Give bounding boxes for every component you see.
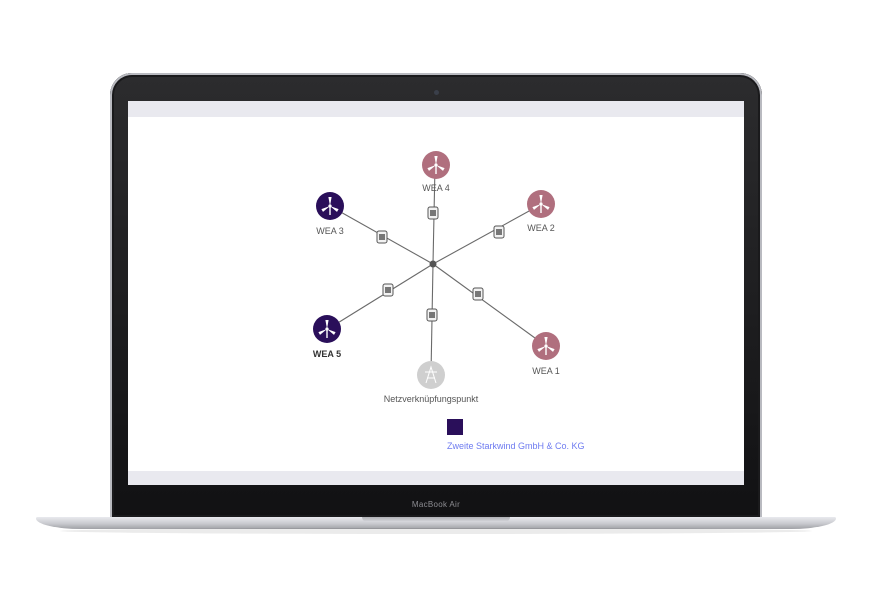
node-label: WEA 4 (422, 183, 450, 193)
legend-swatch (447, 419, 463, 435)
node-wea4[interactable]: WEA 4 (422, 151, 450, 193)
wind-park-diagram: WEA 4 WEA 2 WEA 3 WEA 5 WEA 1 (313, 151, 560, 404)
laptop-notch (362, 517, 510, 522)
laptop-base (36, 517, 836, 529)
grid-connection-icon (425, 365, 437, 384)
legend-label: Zweite Starkwind GmbH & Co. KG (447, 441, 585, 451)
transformer-icon[interactable] (493, 225, 505, 239)
node-label: WEA 3 (316, 226, 344, 236)
top-bar (128, 101, 744, 117)
camera-dot (434, 90, 439, 95)
cable-wea5 (327, 263, 434, 330)
node-label: WEA 5 (313, 349, 341, 359)
node-label: WEA 1 (532, 366, 560, 376)
transformer-icon[interactable] (426, 308, 438, 322)
laptop-shadow (60, 528, 812, 534)
node-wea1[interactable]: WEA 1 (532, 332, 560, 376)
screen: WEA 4 WEA 2 WEA 3 WEA 5 WEA 1 (128, 101, 744, 485)
cable-wea1 (432, 263, 547, 347)
cable-wea2 (432, 204, 541, 265)
node-wea3[interactable]: WEA 3 (316, 192, 344, 236)
node-grid-connection[interactable]: Netzverknüpfungspunkt (384, 361, 479, 404)
device-label: MacBook Air (411, 500, 461, 509)
transformer-icons (376, 206, 505, 322)
hub-node (429, 260, 437, 268)
node-label: Netzverknüpfungspunkt (384, 394, 479, 404)
transformer-icon[interactable] (382, 283, 394, 297)
node-wea5[interactable]: WEA 5 (313, 315, 341, 359)
node-wea2[interactable]: WEA 2 (527, 190, 555, 233)
node-label: WEA 2 (527, 223, 555, 233)
bottom-bar (128, 471, 744, 485)
transformer-icon[interactable] (376, 230, 388, 244)
transformer-icon[interactable] (472, 287, 484, 301)
transformer-icon[interactable] (427, 206, 439, 220)
